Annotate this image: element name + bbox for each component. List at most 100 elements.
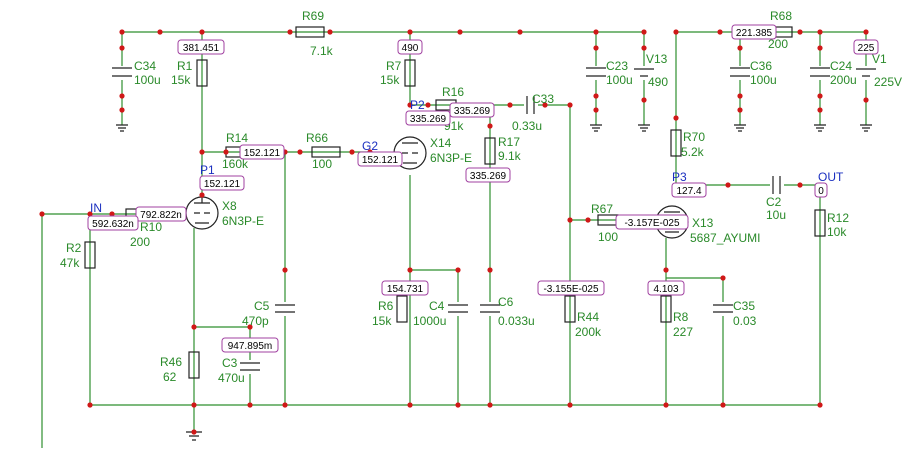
voltage-probe: 127.4 xyxy=(671,182,707,198)
label-r1-value: 15k xyxy=(171,73,191,87)
voltage-probe: 381.451 xyxy=(177,39,225,55)
label-r69: R69 xyxy=(302,9,324,23)
voltage-probe: 152.121 xyxy=(357,151,403,167)
junction-node xyxy=(455,402,461,408)
label-c3-value: 470u xyxy=(218,371,245,385)
voltage-probes: 381.451 490 221.385 225 335.269 335.269 … xyxy=(87,24,879,353)
junction-node xyxy=(737,45,743,51)
label-r8: R8 xyxy=(673,310,689,324)
junction-node xyxy=(663,267,669,273)
ground-symbol xyxy=(814,124,826,132)
label-r66-value: 100 xyxy=(312,157,332,171)
voltage-probe: 4.103 xyxy=(647,280,685,296)
junction-node xyxy=(191,429,197,435)
capacitor-c33 xyxy=(524,96,538,114)
resistor-r44 xyxy=(564,295,576,323)
label-v1-value: 225V xyxy=(874,75,902,89)
voltage-probe: 154.731 xyxy=(381,280,429,296)
junction-node xyxy=(425,102,431,108)
resistor-r7 xyxy=(404,59,416,87)
label-r68: R68 xyxy=(770,9,792,23)
junction-node xyxy=(282,402,288,408)
voltage-probe: 792.822n xyxy=(135,206,187,222)
svg-text:335.269: 335.269 xyxy=(410,114,447,125)
node-name-p2: P2 xyxy=(410,98,425,112)
capacitor-c5 xyxy=(274,302,296,316)
resistor-r46 xyxy=(188,351,200,379)
svg-text:152.121: 152.121 xyxy=(244,148,281,159)
junction-node xyxy=(119,29,125,35)
resistor-r17 xyxy=(484,137,496,165)
junction-node xyxy=(282,267,288,273)
capacitor-c23 xyxy=(586,66,608,80)
label-x8-type: 6N3P-E xyxy=(222,214,264,228)
junction-node xyxy=(119,45,125,51)
junction-node xyxy=(247,402,253,408)
resistor-r12 xyxy=(814,209,826,237)
voltage-probe: 221.385 xyxy=(731,24,777,40)
junction-node xyxy=(641,45,647,51)
resistor-r70 xyxy=(670,129,682,157)
label-c36-value: 100u xyxy=(750,73,777,87)
label-r7: R7 xyxy=(386,59,402,73)
label-r12-value: 10k xyxy=(827,225,847,239)
ground-symbol xyxy=(590,124,602,132)
junction-node xyxy=(487,123,493,129)
svg-text:152.121: 152.121 xyxy=(362,155,399,166)
label-r8-value: 227 xyxy=(673,325,693,339)
label-v13-value: 490 xyxy=(648,75,668,89)
junction-node xyxy=(199,192,205,198)
junction-node xyxy=(593,93,599,99)
label-r17: R17 xyxy=(498,135,520,149)
label-r2-value: 47k xyxy=(60,256,80,270)
label-r44-value: 200k xyxy=(575,325,602,339)
label-r10: R10 xyxy=(140,220,162,234)
label-x13: X13 xyxy=(692,216,714,230)
label-r46-value: 62 xyxy=(163,370,177,384)
label-r67-value: 100 xyxy=(598,230,618,244)
label-c24: C24 xyxy=(830,59,852,73)
junction-node xyxy=(863,29,869,35)
svg-text:127.4: 127.4 xyxy=(676,186,701,197)
label-r66: R66 xyxy=(306,131,328,145)
capacitor-c3 xyxy=(240,360,262,374)
junction-node xyxy=(457,29,463,35)
voltage-probe: 490 xyxy=(397,39,423,55)
junction-node xyxy=(407,102,413,108)
label-r68-value: 200 xyxy=(768,37,788,51)
node-name-in: IN xyxy=(90,201,102,215)
node-name-p1: P1 xyxy=(200,163,215,177)
label-c24-value: 200u xyxy=(830,73,857,87)
junction-node xyxy=(119,107,125,113)
junction-node xyxy=(407,402,413,408)
ground-symbol xyxy=(638,124,650,132)
label-x8: X8 xyxy=(222,199,237,213)
junction-node xyxy=(349,149,355,155)
capacitor-c35 xyxy=(713,302,735,316)
junction-node xyxy=(191,402,197,408)
node-name-p3: P3 xyxy=(672,170,687,184)
junction-node xyxy=(455,267,461,273)
label-c5-value: 470p xyxy=(242,314,269,328)
junction-node xyxy=(87,402,93,408)
ground-symbol xyxy=(734,124,746,132)
node-name-out: OUT xyxy=(818,170,844,184)
label-c33-value: 0.33u xyxy=(512,119,542,133)
label-r70-value: 5.2k xyxy=(681,145,705,159)
node-name-g2: G2 xyxy=(362,139,378,153)
junction-node xyxy=(517,29,523,35)
junction-node xyxy=(817,107,823,113)
junction-node xyxy=(487,402,493,408)
resistor-r8 xyxy=(660,295,672,323)
svg-text:592.632n: 592.632n xyxy=(92,219,134,230)
svg-text:4.103: 4.103 xyxy=(653,284,678,295)
junction-node xyxy=(487,267,493,273)
svg-text:381.451: 381.451 xyxy=(183,43,220,54)
capacitor-c24 xyxy=(810,66,832,80)
svg-text:947.895m: 947.895m xyxy=(228,341,272,352)
label-r14: R14 xyxy=(226,131,248,145)
label-c6-value: 0.033u xyxy=(498,314,535,328)
junction-node xyxy=(863,97,869,103)
